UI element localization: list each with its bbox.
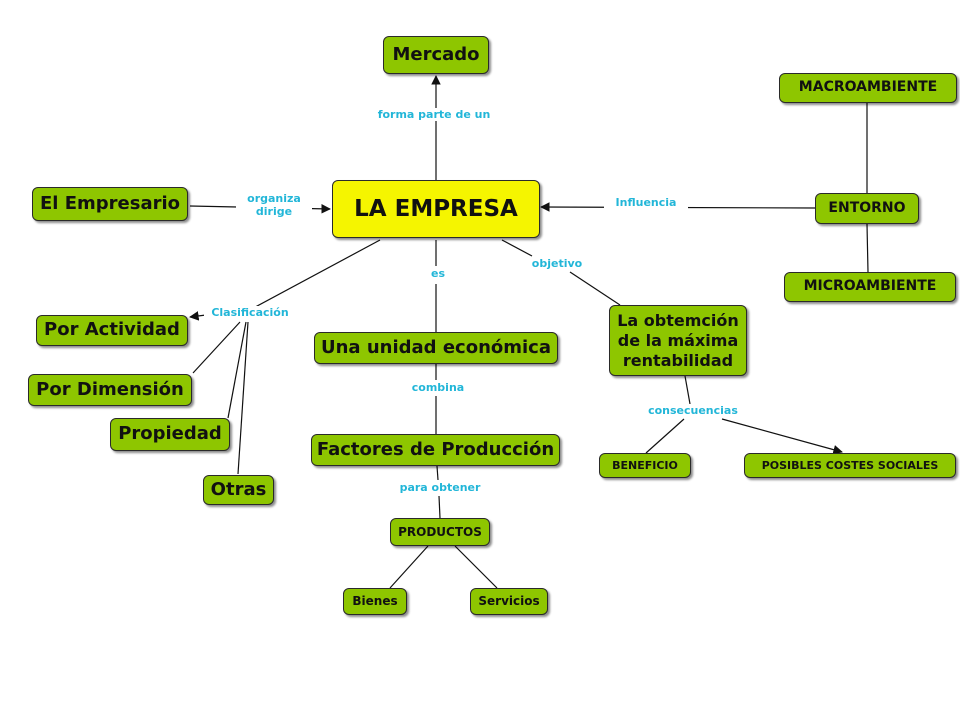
- node-entorno[interactable]: ENTORNO: [815, 193, 919, 224]
- node-servicios[interactable]: Servicios: [470, 588, 548, 615]
- node-macroambiente[interactable]: MACROAMBIENTE: [779, 73, 957, 103]
- label-es: es: [421, 267, 455, 281]
- label-clasificacion: Clasificación: [204, 306, 296, 320]
- node-obtemcion-rentabilidad[interactable]: La obtemción de la máxima rentabilidad: [609, 305, 747, 376]
- node-el-empresario[interactable]: El Empresario: [32, 187, 188, 221]
- node-otras[interactable]: Otras: [203, 475, 274, 505]
- edge-productos-bienes: [389, 545, 429, 589]
- edge-paraobtener-productos: [438, 495, 441, 519]
- edge-clasificacion-dimension: [192, 321, 241, 374]
- node-unidad-economica[interactable]: Una unidad económica: [314, 332, 558, 364]
- node-la-empresa[interactable]: LA EMPRESA: [332, 180, 540, 238]
- node-beneficio[interactable]: BENEFICIO: [599, 453, 691, 478]
- node-factores-produccion[interactable]: Factores de Producción: [311, 434, 560, 466]
- node-propiedad[interactable]: Propiedad: [110, 418, 230, 451]
- node-microambiente[interactable]: MICROAMBIENTE: [784, 272, 956, 302]
- node-productos[interactable]: PRODUCTOS: [390, 518, 490, 546]
- edge-empresa-clasificacion: [245, 239, 381, 313]
- edge-clasificacion-actividad: [189, 311, 207, 321]
- label-forma-parte: forma parte de un: [369, 108, 499, 122]
- edge-clasificacion-propiedad: [227, 321, 247, 419]
- node-por-actividad[interactable]: Por Actividad: [36, 315, 188, 346]
- edge-objetivo-obtemcion: [569, 271, 621, 306]
- node-mercado[interactable]: Mercado: [383, 36, 489, 74]
- edge-obtemcion-consecuencias: [684, 375, 691, 405]
- node-posibles-costes-sociales[interactable]: POSIBLES COSTES SOCIALES: [744, 453, 956, 478]
- label-combina: combina: [401, 381, 475, 395]
- label-influencia: Influencia: [604, 196, 688, 210]
- label-objetivo: objetivo: [522, 257, 592, 271]
- edge-clasificacion-otras: [237, 321, 249, 475]
- label-para-obtener: para obtener: [389, 481, 491, 495]
- edge-productos-servicios: [454, 545, 498, 589]
- edge-consecuencias-beneficio: [645, 418, 685, 454]
- label-consecuencias: consecuencias: [638, 404, 748, 418]
- label-organiza-dirige: organiza dirige: [236, 192, 312, 219]
- edge-consecuencias-costes: [721, 418, 843, 455]
- edge-entorno-micro: [866, 223, 869, 273]
- node-bienes[interactable]: Bienes: [343, 588, 407, 615]
- edge-empresa-objetivo: [501, 239, 533, 257]
- node-por-dimension[interactable]: Por Dimensión: [28, 374, 192, 406]
- edge-factores-paraobtener: [436, 465, 439, 481]
